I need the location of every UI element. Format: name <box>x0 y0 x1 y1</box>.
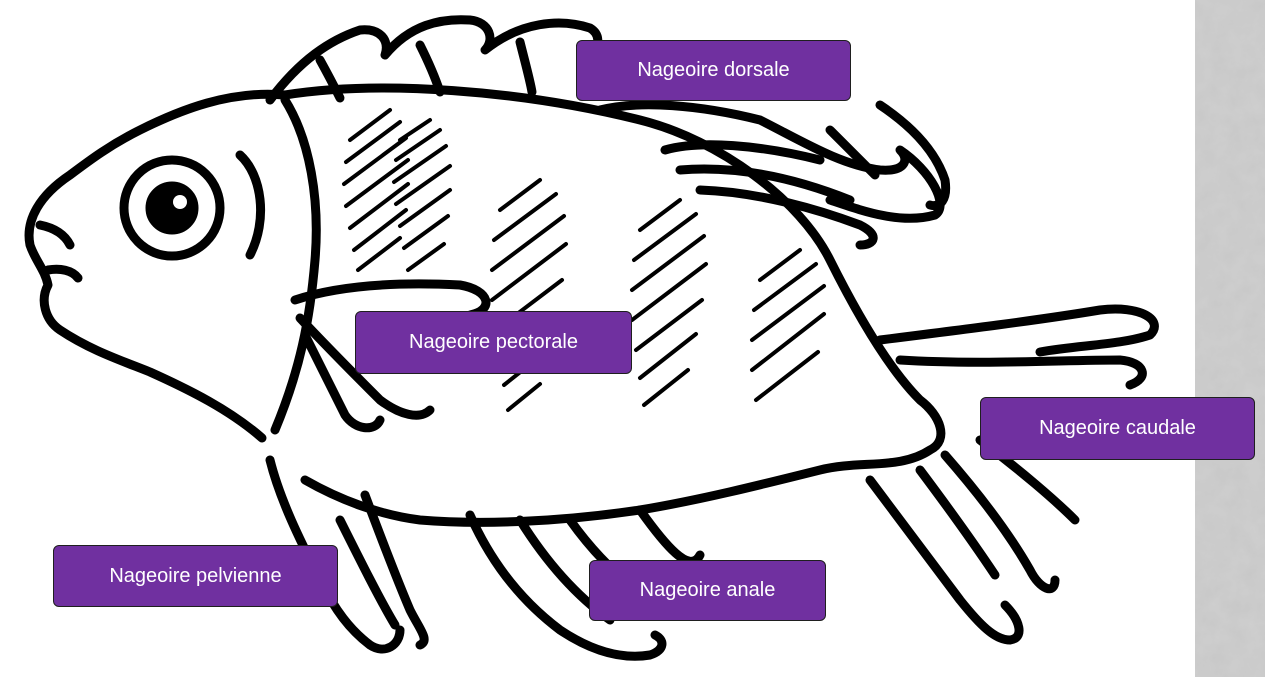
label-nageoire-caudale: Nageoire caudale <box>980 397 1255 460</box>
label-nageoire-pelvienne: Nageoire pelvienne <box>53 545 338 607</box>
label-nageoire-pectorale: Nageoire pectorale <box>355 311 632 374</box>
fish-eye <box>124 155 261 256</box>
fish-mouth <box>40 225 78 278</box>
gill-line <box>275 100 316 430</box>
label-nageoire-dorsale: Nageoire dorsale <box>576 40 851 101</box>
label-nageoire-anale: Nageoire anale <box>589 560 826 621</box>
caudal-fin <box>870 309 1154 640</box>
